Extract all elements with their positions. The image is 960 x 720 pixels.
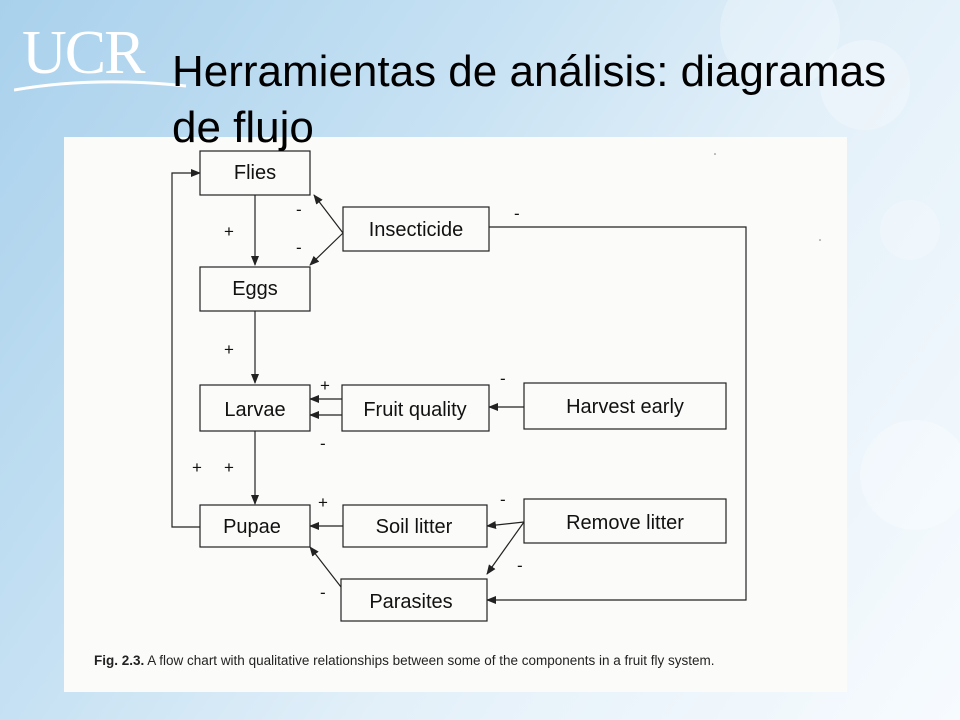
node-remove-litter-label: Remove litter [566, 512, 684, 534]
node-larvae-label: Larvae [224, 399, 285, 421]
sign-remove-soil: - [500, 490, 506, 509]
caption-label: Fig. 2.3. [94, 653, 145, 668]
ucr-logo: UCR [14, 14, 189, 96]
sign-remove-parasites: - [517, 556, 523, 575]
node-soil-litter-label: Soil litter [376, 516, 453, 538]
node-harvest-early: Harvest early [523, 382, 727, 430]
flow-chart: Flies Insecticide Eggs Larvae Fruit qual… [171, 150, 821, 622]
node-fruit-quality: Fruit quality [341, 384, 490, 432]
node-pupae: Pupae [199, 504, 311, 548]
node-insecticide: Insecticide [342, 206, 490, 252]
edge-insecticide-parasites [486, 226, 747, 604]
sign-soil-pupae: + [318, 493, 328, 512]
caption-text: A flow chart with qualitative relationsh… [147, 653, 715, 668]
sign-parasites-pupae: - [320, 583, 326, 602]
sign-fruit-larvae-minus: - [320, 434, 326, 453]
sign-insecticide-flies: - [296, 200, 302, 219]
sign-larvae-pupae-1: + [192, 458, 202, 477]
edge-insecticide-flies [313, 194, 344, 234]
node-eggs: Eggs [199, 266, 311, 312]
sign-harvest-fruit: - [500, 369, 506, 388]
sign-flies-eggs: + [224, 222, 234, 241]
node-eggs-label: Eggs [232, 278, 278, 300]
logo-text: UCR [22, 19, 145, 87]
node-remove-litter: Remove litter [523, 498, 727, 544]
edge-pupae-flies [171, 169, 201, 528]
edge-remove-soil [486, 521, 525, 530]
edge-insecticide-eggs [309, 232, 344, 266]
node-pupae-label: Pupae [223, 516, 281, 538]
sign-insecticide-eggs: - [296, 238, 302, 257]
flow-chart-figure: Flies Insecticide Eggs Larvae Fruit qual… [64, 137, 847, 692]
sign-fruit-larvae-plus: + [320, 376, 330, 395]
node-flies-label: Flies [234, 162, 276, 184]
node-parasites-label: Parasites [369, 591, 452, 613]
node-insecticide-label: Insecticide [369, 219, 464, 241]
logo-swoosh [14, 80, 187, 92]
slide-title: Herramientas de análisis: diagramas de f… [172, 47, 887, 152]
figure-caption: Fig. 2.3. A flow chart with qualitative … [94, 653, 715, 668]
node-flies: Flies [199, 150, 311, 196]
speck [819, 239, 821, 241]
node-soil-litter: Soil litter [342, 504, 488, 548]
node-larvae: Larvae [199, 384, 311, 432]
sign-insecticide-parasites: - [514, 204, 520, 223]
node-harvest-early-label: Harvest early [566, 396, 684, 418]
edge-remove-parasites [486, 521, 525, 575]
node-parasites: Parasites [340, 578, 488, 622]
speck [714, 153, 716, 155]
node-fruit-quality-label: Fruit quality [363, 399, 466, 421]
sign-eggs-larvae: + [224, 340, 234, 359]
sign-larvae-pupae-2: + [224, 458, 234, 477]
edge-parasites-pupae [309, 546, 342, 588]
